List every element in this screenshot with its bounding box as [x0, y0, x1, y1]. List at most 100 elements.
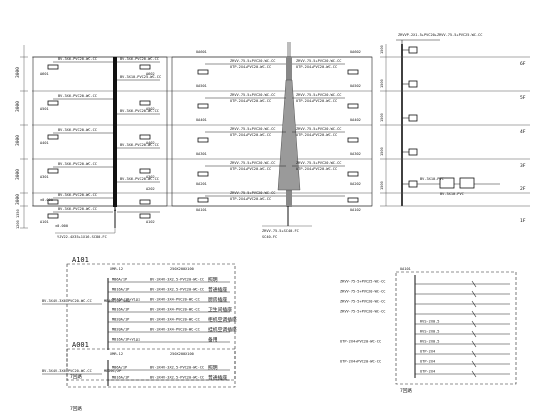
distribution-box [47, 199, 59, 205]
left-cable-labels: BV-3X6-PVC20-WC-CC BV-3X6-PVC20-WC-CC BV… [58, 57, 161, 211]
cable-label: UTP-2X4+PVC20-WC-CC [296, 99, 337, 103]
cable-label: ZRVV-75-5+PVC20-WC-CC [230, 93, 275, 97]
a101-circuit-cable: BV-3X4V-3X4-PVC20-WC-CC [150, 308, 200, 312]
distribution-box [197, 103, 209, 109]
box-label-ua401: UA401 [196, 118, 207, 122]
a101-circuit-use: 厨房插座 [208, 296, 227, 303]
right-legend-2: BV-3X10-PVC [440, 192, 464, 196]
box-label-ua201: UA201 [196, 182, 207, 186]
panel-ua-title: UA101 [400, 267, 411, 271]
right-legend-1: BV-3X10-PVC [420, 177, 444, 181]
a101-circuit-breaker: MB20A/1P [112, 318, 129, 322]
left-incoming: YJV22-4X35+1X16-SC80-FC A [55, 208, 117, 239]
distribution-box [47, 213, 59, 219]
ua-output: UTP-2X4 [420, 370, 435, 374]
cable-label: BV-3X10-PVC25-WC-CC [120, 75, 161, 79]
distribution-box [197, 69, 209, 75]
box-label-ua102: UA102 [350, 208, 361, 212]
a101-circuit-cable: BV-3X4V-3X2.5-PVC20-WC-CC [150, 288, 204, 292]
box-label-a402: A402 [146, 141, 155, 145]
cable-label: BV-3X6-PVC20-WC-CC [58, 207, 97, 211]
a101-circuit-use: 照明 [208, 277, 218, 283]
terminal-box [408, 148, 418, 156]
a101-circuit-use: 挂机空调插座 [208, 326, 237, 333]
cable-label: BV-3X6-PVC20-WC-CC [58, 57, 97, 61]
box-label-ua202: UA202 [350, 182, 361, 186]
right-floor-dim-4: 1500 [380, 147, 384, 156]
cable-label: ZRVV-75-5+PVC20-WC-CC [230, 59, 275, 63]
right-floor-dim-2: 1500 [380, 79, 384, 88]
panel-ua-count: 7回路 [400, 387, 412, 394]
a001-circuit-breaker: MB16A/1P [112, 376, 129, 380]
distribution-box [139, 213, 151, 219]
floor-label-5f: 5F [520, 95, 526, 101]
box-label-ua302: UA302 [350, 152, 361, 156]
cable-label: BV-3X6-PVC20-WC-CC [58, 193, 97, 197]
panel-a101-schedule: A101 XMR-12 250X200X100 BV-3X4V-3X6-PVC2… [42, 256, 237, 381]
left-incoming-mark: A [114, 208, 117, 212]
floor-height-4: 3000 [15, 169, 21, 180]
a001-circuit-use: 普通插座 [208, 374, 227, 381]
ground-dim-2: 1200 [16, 220, 20, 229]
a101-circuit-breaker: MB16A/1P [112, 288, 129, 292]
floor-label-3f: 3F [520, 163, 526, 169]
ua-output: UTP-2X4 [420, 360, 435, 364]
a101-circuit-cable: BV-3X4V-3X4-PVC20-WC-CC [150, 328, 200, 332]
ua-cable: ZRVV-75-5+PVC20-WC-CC [340, 300, 385, 304]
distribution-box [47, 64, 59, 70]
panel-a101-incoming: BV-3X4V-3X6-PVC20-WC-CC [42, 299, 92, 303]
distribution-box [139, 64, 151, 70]
floor-label-1f: 1F [520, 218, 526, 224]
floor-height-5: 3000 [15, 194, 21, 205]
left-riser [53, 57, 160, 228]
right-floor-dim-1: 1500 [380, 45, 384, 54]
cable-label: UTP-2X4+PVC20-WC-CC [230, 167, 271, 171]
middle-cable-labels: ZRVV-75-5+PVC20-WC-CC UTP-2X4+PVC20-WC-C… [230, 59, 341, 201]
cable-label: BV-3X6-PVC20-WC-CC [58, 162, 97, 166]
distribution-box [347, 69, 359, 75]
box-label-ua501: UA501 [196, 84, 207, 88]
cable-label: UTP-2X4+PVC20-WC-CC [230, 197, 271, 201]
a101-circuit-breaker: MB6A/1P [112, 278, 127, 282]
panel-a001-size: 250X200X100 [170, 352, 194, 356]
box-label-a202: A202 [146, 187, 155, 191]
intercom-box [459, 177, 475, 189]
panel-a001-main-breaker: MB20C/2P [104, 369, 121, 373]
cable-label: UTP-2X4+PVC20-WC-CC [230, 65, 271, 69]
cable-label: UTP-2X4+PVC20-WC-CC [296, 65, 337, 69]
panel-a001-count: 7回路 [70, 405, 82, 412]
intercom-box [439, 177, 455, 189]
a101-circuit-cable: BV-3X4V-3X4-PVC20-WC-CC [150, 318, 200, 322]
panel-a001-incoming: BV-3X4V-3X6-PVC20-WC-CC [42, 369, 92, 373]
middle-riser [262, 42, 312, 227]
a101-circuit-use: 备用 [208, 336, 218, 343]
box-label-a101: A101 [40, 220, 49, 224]
a001-circuit-use: 照明 [208, 365, 218, 371]
floor-labels: 6F 5F 4F 3F 2F 1F [520, 61, 526, 224]
a001-circuit-breaker: MB6A/1P [112, 366, 127, 370]
cable-label: ZRVV-75-5+PVC20-WC-CC [296, 59, 341, 63]
box-label-ua301: UA301 [196, 152, 207, 156]
a101-circuit-use: 柜机空调插座 [208, 316, 237, 323]
cable-label: UTP-2X4+PVC20-WC-CC [296, 167, 337, 171]
cable-label: ZRVV-75-5+PVC20-WC-CC [230, 161, 275, 165]
mid-incoming-cable-2: SC40-FC [262, 235, 277, 239]
cable-label: BV-3X6-PVC20-WC-CC [120, 57, 159, 61]
distribution-box [197, 197, 209, 203]
a101-circuit-breaker: MB16A/1P+Vigi [112, 298, 140, 302]
ua-output: UTP-2X4 [420, 350, 435, 354]
right-floor-dim-3: 1500 [380, 113, 384, 122]
cable-label: ZRVV-75-5+PVC20-WC-CC [230, 191, 275, 195]
box-label-a401: A401 [40, 141, 49, 145]
distribution-box [47, 168, 59, 174]
distribution-box [347, 171, 359, 177]
box-label-ua602: UA602 [350, 50, 361, 54]
left-distribution-boxes: A601 A602 A501 A502 A401 A402 A301 A302 … [40, 64, 155, 224]
box-label-a301: A301 [40, 175, 49, 179]
cable-label: ZRVV-75-5+PVC20-WC-CC [296, 161, 341, 165]
box-label-ua101: UA101 [196, 208, 207, 212]
floor-label-6f: 6F [520, 61, 526, 67]
distribution-box [347, 103, 359, 109]
